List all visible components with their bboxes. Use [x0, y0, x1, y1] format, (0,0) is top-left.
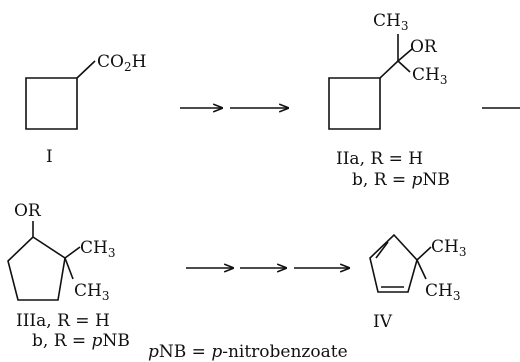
cyclopentadiene-ring-IV — [369, 233, 418, 293]
compound-label-IIb: b, R = pNB — [352, 170, 450, 190]
bond-II-ring-to-carbinol — [379, 60, 399, 79]
compound-label-IIa: IIa, R = H — [336, 149, 423, 169]
cyclobutane-ring-I — [25, 77, 78, 130]
bond-II-methyl-side — [397, 60, 411, 73]
II-methyl-side: CH3 — [412, 65, 447, 87]
bond-II-oxy — [397, 48, 413, 62]
carboxyl-group: CO2H — [97, 52, 146, 74]
footnote-pnb: pNB = p-nitrobenzoate — [148, 342, 348, 362]
cyclopentane-ring-III — [7, 235, 66, 301]
II-methyl-top: CH3 — [373, 11, 408, 33]
II-oxy-group: OR — [410, 37, 438, 57]
III-methyl-lower: CH3 — [74, 281, 109, 303]
compound-label-I: I — [46, 147, 53, 167]
III-oxy-group: OR — [14, 201, 42, 221]
bond-I-carboxyl — [76, 60, 96, 79]
compound-label-IV: IV — [373, 312, 393, 332]
compound-I: CO2H I — [25, 52, 146, 167]
III-methyl-upper: CH3 — [80, 238, 115, 260]
double-bond-IV-left — [375, 241, 389, 259]
bond-IV-methyl-lower — [416, 259, 427, 280]
bond-IV-methyl-upper — [416, 246, 432, 261]
cyclobutane-ring-II — [328, 77, 381, 130]
bond-III-methyl-upper — [64, 246, 81, 259]
compound-IV: CH3 CH3 IV — [369, 233, 466, 332]
compound-III: OR CH3 CH3 IIIa, R = H b, R = pNB — [7, 201, 130, 351]
bond-III-methyl-lower — [64, 257, 74, 280]
compound-label-IIIb: b, R = pNB — [32, 331, 130, 351]
IV-methyl-upper: CH3 — [431, 237, 466, 259]
compound-label-IIIa: IIIa, R = H — [16, 311, 110, 331]
IV-methyl-lower: CH3 — [425, 281, 460, 303]
compound-II: CH3 OR CH3 IIa, R = H b, R = pNB — [328, 11, 450, 190]
